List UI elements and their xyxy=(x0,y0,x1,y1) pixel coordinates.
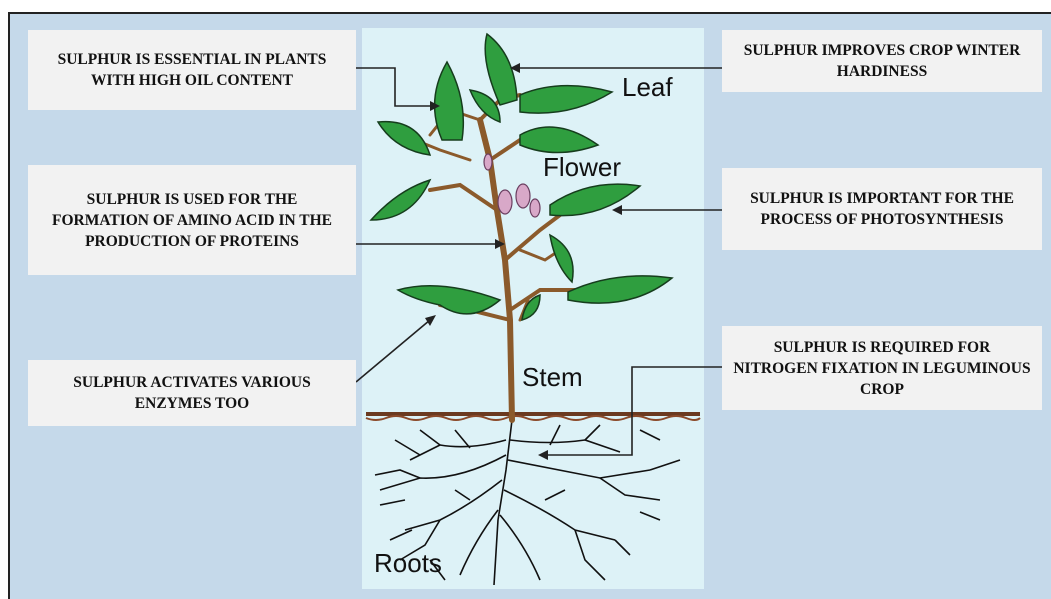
label-leaf: Leaf xyxy=(622,72,673,103)
flower-bud xyxy=(530,199,540,217)
label-stem: Stem xyxy=(522,362,583,393)
callout-nitrogen-fixation: SULPHUR IS REQUIRED FOR NITROGEN FIXATIO… xyxy=(722,326,1042,410)
callout-photosynthesis: SULPHUR IS IMPORTANT FOR THE PROCESS OF … xyxy=(722,168,1042,250)
callout-winter-hardiness: SULPHUR IMPROVES CROP WINTER HARDINESS xyxy=(722,30,1042,92)
label-roots: Roots xyxy=(374,548,442,579)
callout-enzymes: SULPHUR ACTIVATES VARIOUS ENZYMES TOO xyxy=(28,360,356,426)
flower-bud xyxy=(484,154,492,170)
callout-amino-acid: SULPHUR IS USED FOR THE FORMATION OF AMI… xyxy=(28,165,356,275)
flower-bud xyxy=(498,190,512,214)
label-flower: Flower xyxy=(543,152,621,183)
flower-bud xyxy=(516,184,530,208)
callout-oil-content: SULPHUR IS ESSENTIAL IN PLANTS WITH HIGH… xyxy=(28,30,356,110)
